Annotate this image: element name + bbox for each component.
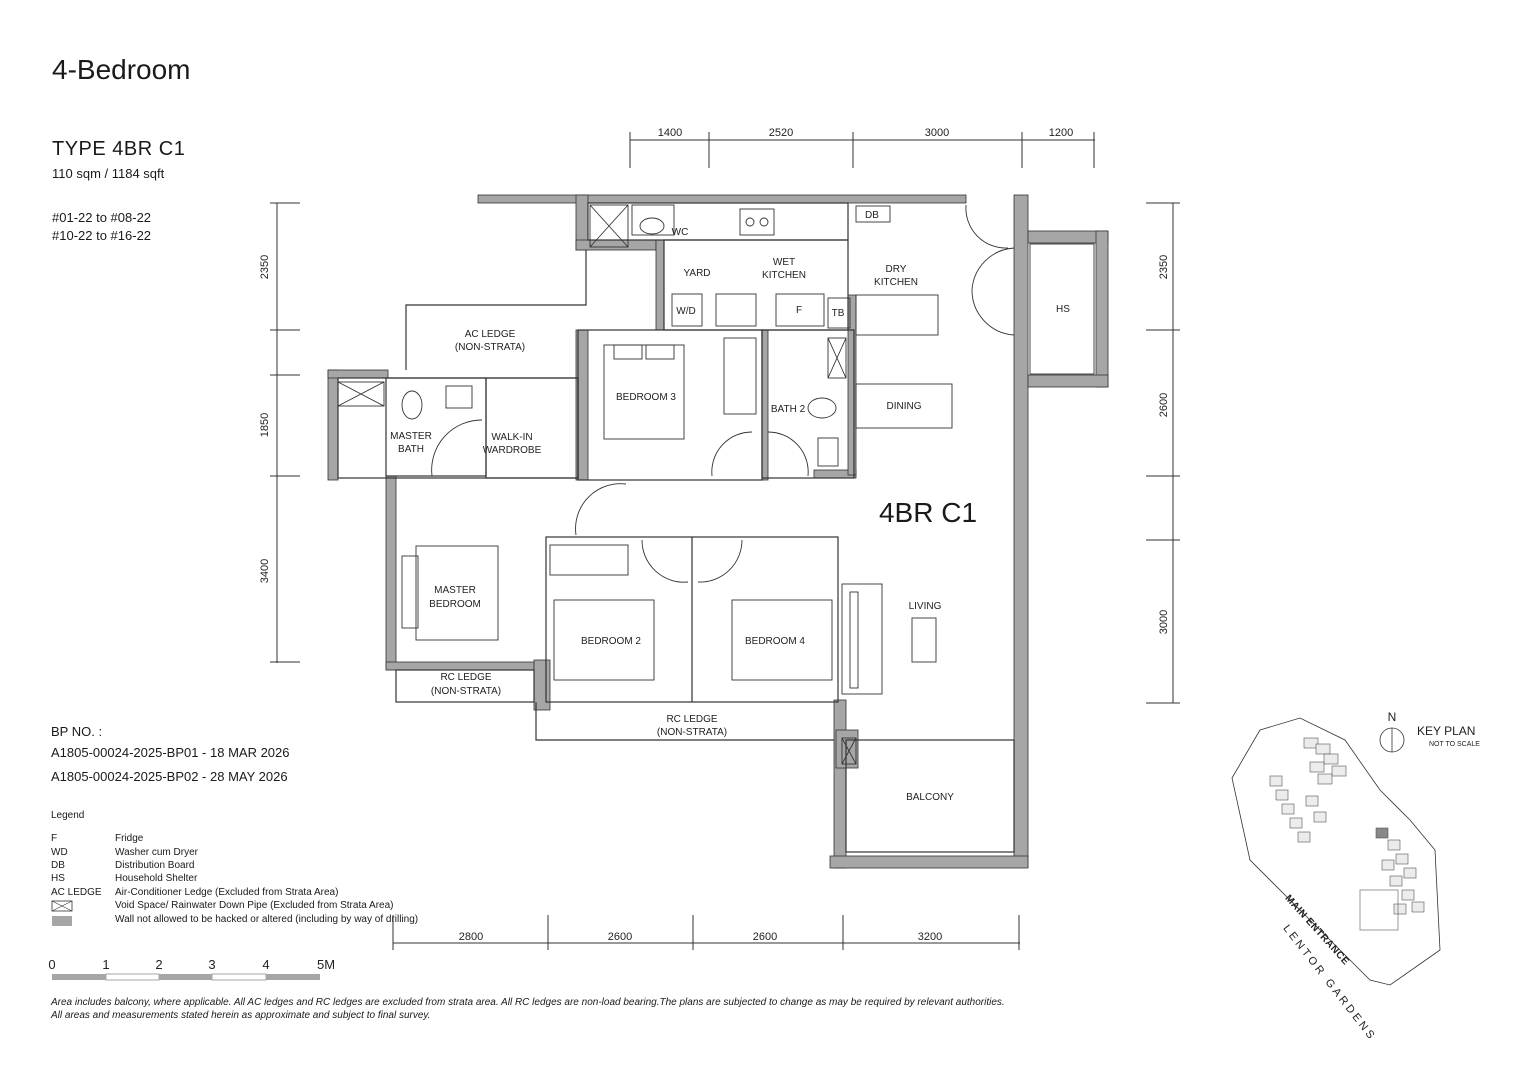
- dim-bottom: 2600: [753, 931, 777, 943]
- label-rc-ledge-middle: RC LEDGE: [666, 714, 717, 725]
- unit-range: #10-22 to #16-22: [52, 228, 152, 243]
- dim-left: 2350: [259, 255, 271, 279]
- page-title: 4-Bedroom: [52, 54, 191, 85]
- legend-desc: Distribution Board: [115, 860, 195, 871]
- room-label-bath-2: BATH 2: [771, 404, 806, 415]
- structural-walls: [327, 194, 1109, 869]
- dim-right: 2600: [1158, 393, 1170, 417]
- label-washer-dryer: W/D: [676, 306, 695, 317]
- legend-code: F: [51, 833, 58, 844]
- legend-item: DB Distribution Board: [51, 860, 471, 873]
- legend-code: AC LEDGE: [51, 887, 102, 898]
- unit-type-title: TYPE 4BR C1: [52, 138, 186, 160]
- dim-bottom: 2800: [459, 931, 483, 943]
- legend-desc: Void Space/ Rainwater Down Pipe (Exclude…: [115, 900, 394, 911]
- legend-desc: Household Shelter: [115, 873, 198, 884]
- room-label-master-bath: BATH: [398, 444, 424, 455]
- room-label-wet-kitchen: KITCHEN: [762, 270, 806, 281]
- unit-area: 110 sqm / 1184 sqft: [52, 166, 165, 181]
- dim-top: 1200: [1049, 127, 1073, 139]
- legend-item: Wall not allowed to be hacked or altered…: [51, 914, 471, 927]
- plan-unit-label: 4BR C1: [879, 497, 977, 528]
- legend-item: Void Space/ Rainwater Down Pipe (Exclude…: [51, 900, 471, 913]
- scale-tick: 5M: [317, 957, 335, 972]
- room-label-balcony: BALCONY: [906, 792, 954, 803]
- wall-swatch-icon: [52, 916, 72, 926]
- dimension-labels: 1400 2520 3000 1200 2800 2600 2600 3200 …: [259, 127, 1170, 943]
- label-rc-ledge-left: RC LEDGE: [440, 672, 491, 683]
- label-rc-ledge-middle: (NON-STRATA): [657, 727, 727, 738]
- legend-desc: Wall not allowed to be hacked or altered…: [115, 914, 419, 925]
- legend-item: AC LEDGE Air-Conditioner Ledge (Excluded…: [51, 887, 471, 900]
- room-labels: WC DB YARD WET KITCHEN DRY KITCHEN W/D F…: [390, 210, 1070, 803]
- room-label-master-bedroom: BEDROOM: [429, 599, 481, 610]
- label-ac-ledge: AC LEDGE: [465, 329, 516, 340]
- legend-desc: Fridge: [115, 833, 144, 844]
- dim-left: 1850: [259, 413, 271, 437]
- dim-top: 2520: [769, 127, 793, 139]
- footnote: Area includes balcony, where applicable.…: [51, 996, 1151, 1022]
- key-plan-subtitle: NOT TO SCALE: [1429, 741, 1480, 748]
- room-label-walk-in-wardrobe: WALK-IN: [491, 432, 532, 443]
- legend-item: HS Household Shelter: [51, 873, 471, 886]
- key-plan: N KEY PLAN NOT TO SCALE MAIN ENTRANCE LE…: [1231, 710, 1480, 1044]
- room-label-hs: HS: [1056, 304, 1070, 315]
- dim-bottom: 3200: [918, 931, 942, 943]
- dim-right: 3000: [1158, 610, 1170, 634]
- room-label-master-bath: MASTER: [390, 431, 432, 442]
- scale-tick: 0: [48, 957, 55, 972]
- legend-code: DB: [51, 860, 65, 871]
- room-label-wet-kitchen: WET: [773, 257, 795, 268]
- legend-desc: Washer cum Dryer: [115, 847, 198, 858]
- dim-right: 2350: [1158, 255, 1170, 279]
- dimension-lines: [270, 132, 1180, 950]
- room-label-wc: WC: [672, 227, 689, 238]
- bp-number: A1805-00024-2025-BP02 - 28 MAY 2026: [51, 769, 288, 784]
- room-label-dry-kitchen: KITCHEN: [874, 277, 918, 288]
- scale-bar: 0 1 2 3 4 5M: [48, 957, 335, 981]
- scale-tick: 2: [155, 957, 162, 972]
- room-label-bedroom-2: BEDROOM 2: [581, 636, 641, 647]
- legend-title: Legend: [51, 810, 85, 821]
- legend-item: F Fridge: [51, 833, 471, 846]
- site-blocks: [1269, 737, 1425, 931]
- bp-number: A1805-00024-2025-BP01 - 18 MAR 2026: [51, 745, 290, 760]
- bp-label: BP NO. :: [51, 724, 103, 739]
- north-label: N: [1388, 710, 1397, 724]
- dim-left: 3400: [259, 559, 271, 583]
- room-label-master-bedroom: MASTER: [434, 585, 476, 596]
- legend-code: HS: [51, 873, 65, 884]
- label-fridge: F: [796, 305, 802, 316]
- dim-bottom: 2600: [608, 931, 632, 943]
- room-label-bedroom-3: BEDROOM 3: [616, 392, 676, 403]
- doors: [431, 204, 1015, 583]
- partition-lines: [337, 202, 1015, 853]
- label-rc-ledge-left: (NON-STRATA): [431, 686, 501, 697]
- room-label-db: DB: [865, 210, 879, 221]
- dim-top: 3000: [925, 127, 949, 139]
- legend-item: WD Washer cum Dryer: [51, 847, 471, 860]
- scale-tick: 3: [208, 957, 215, 972]
- scale-tick: 1: [102, 957, 109, 972]
- legend-code: WD: [51, 847, 68, 858]
- scale-tick: 4: [262, 957, 269, 972]
- room-label-walk-in-wardrobe: WARDROBE: [483, 445, 542, 456]
- room-label-bedroom-4: BEDROOM 4: [745, 636, 805, 647]
- footnote-line: All areas and measurements stated herein…: [51, 1010, 431, 1021]
- furniture: [337, 204, 1095, 765]
- legend-swatches: [51, 900, 73, 926]
- label-ac-ledge: (NON-STRATA): [455, 342, 525, 353]
- room-label-dry-kitchen: DRY: [886, 264, 907, 275]
- room-label-yard: YARD: [683, 268, 710, 279]
- legend-desc: Air-Conditioner Ledge (Excluded from Str…: [115, 887, 339, 898]
- room-label-living: LIVING: [909, 601, 942, 612]
- room-label-dining: DINING: [887, 401, 922, 412]
- unit-range: #01-22 to #08-22: [52, 210, 152, 225]
- dim-top: 1400: [658, 127, 682, 139]
- footnote-line: Area includes balcony, where applicable.…: [51, 997, 1005, 1008]
- label-tb: TB: [832, 308, 845, 319]
- key-plan-title: KEY PLAN: [1417, 724, 1475, 738]
- site-boundary: [1231, 717, 1441, 986]
